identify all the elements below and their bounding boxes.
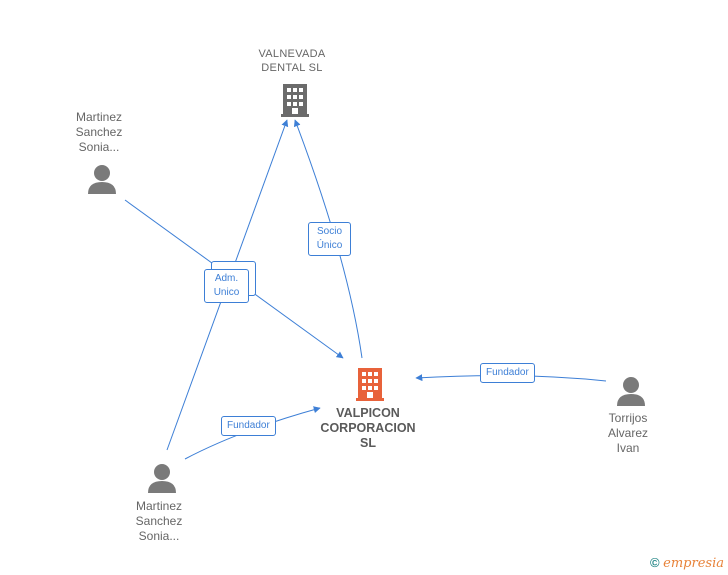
- person-icon[interactable]: [617, 377, 645, 406]
- edge-label-fundador-bottom[interactable]: Fundador: [221, 416, 276, 436]
- building-icon[interactable]: [356, 368, 384, 401]
- copyright-icon: ©: [649, 555, 660, 570]
- edge-label-fundador-right[interactable]: Fundador: [480, 363, 535, 383]
- node-label-valnevada[interactable]: VALNEVADA DENTAL SL: [258, 48, 326, 74]
- node-label-torrijos[interactable]: Torrijos Alvarez Ivan: [607, 411, 648, 455]
- person-icon[interactable]: [88, 165, 116, 194]
- brand-logo: empresia: [663, 556, 724, 571]
- copyright-footer: © empresia: [650, 555, 724, 571]
- person-icon[interactable]: [148, 464, 176, 493]
- edge-label-adm-unico[interactable]: Adm. Unico: [204, 269, 249, 303]
- node-label-martinez-bottom[interactable]: Martinez Sanchez Sonia...: [135, 499, 183, 543]
- edge-label-socio-unico[interactable]: Socio Único: [308, 222, 351, 256]
- building-icon[interactable]: [281, 84, 309, 117]
- node-label-martinez-top[interactable]: Martinez Sanchez Sonia...: [75, 110, 123, 154]
- node-label-valpicon[interactable]: VALPICON CORPORACION SL: [320, 406, 416, 450]
